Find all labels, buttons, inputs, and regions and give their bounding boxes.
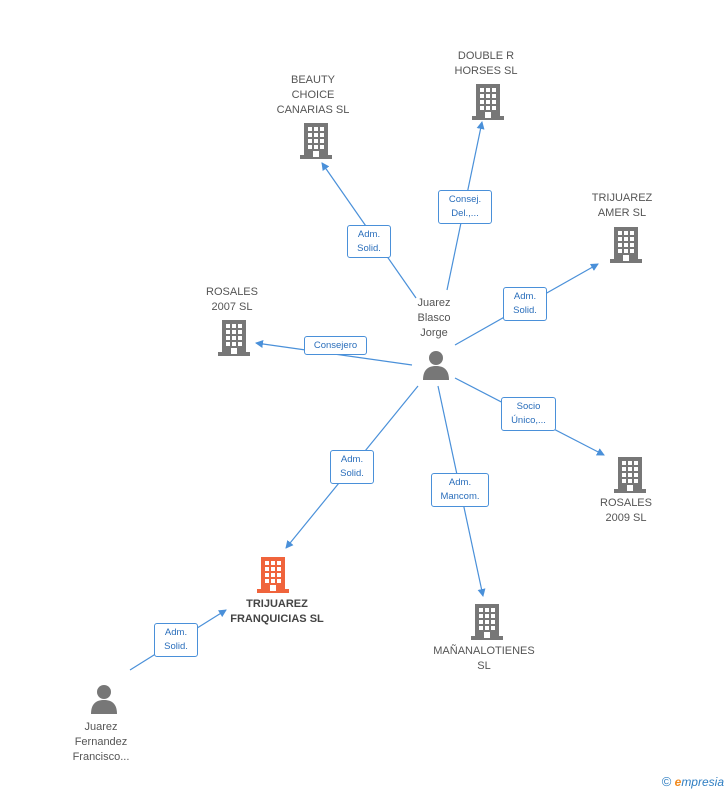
edge-label-franquicias-fernandez[interactable]: Adm. Solid. — [154, 623, 198, 657]
person-icon[interactable] — [89, 684, 119, 719]
company-label-trijuarez-amer[interactable]: TRIJUAREZ AMER SL — [591, 192, 653, 219]
building-icon-main[interactable] — [257, 557, 289, 598]
building-icon[interactable] — [614, 457, 646, 498]
company-label-rosales-2009[interactable]: ROSALES 2009 SL — [600, 497, 652, 524]
edge-label-beauty[interactable]: Adm. Solid. — [347, 225, 391, 258]
copyright-icon: © — [661, 774, 672, 789]
company-label-rosales-2007[interactable]: ROSALES 2007 SL — [206, 286, 258, 313]
edge-label-mananalotienes[interactable]: Adm. Mancom. — [431, 473, 489, 507]
edge-label-double-r[interactable]: Consej. Del.,... — [438, 190, 492, 224]
edge-label-trijuarez-amer[interactable]: Adm. Solid. — [503, 287, 547, 321]
person-icon[interactable] — [421, 350, 451, 385]
edge-label-rosales-2009[interactable]: Socio Único,... — [501, 397, 556, 431]
edge-label-franquicias-blasco[interactable]: Adm. Solid. — [330, 450, 374, 484]
company-label-trijuarez-franquicias[interactable]: TRIJUAREZ FRANQUICIAS SL — [230, 598, 324, 625]
edge-label-rosales-2007[interactable]: Consejero — [304, 336, 367, 355]
company-label-beauty[interactable]: BEAUTY CHOICE CANARIAS SL — [276, 74, 350, 116]
person-label-juarez-fernandez[interactable]: Juarez Fernandez Francisco... — [72, 721, 130, 763]
building-icon[interactable] — [218, 320, 250, 361]
building-icon[interactable] — [610, 227, 642, 268]
company-label-mananalotienes[interactable]: MAÑANALOTIENES SL — [433, 645, 535, 672]
company-label-double-r[interactable]: DOUBLE R HORSES SL — [454, 50, 518, 77]
empresia-logo: © empresia — [661, 774, 724, 789]
building-icon[interactable] — [471, 604, 503, 645]
edges-layer — [129, 121, 605, 671]
building-icon[interactable] — [300, 123, 332, 164]
building-icon[interactable] — [472, 84, 504, 125]
person-label-juarez-blasco[interactable]: Juarez Blasco Jorge — [417, 297, 451, 339]
